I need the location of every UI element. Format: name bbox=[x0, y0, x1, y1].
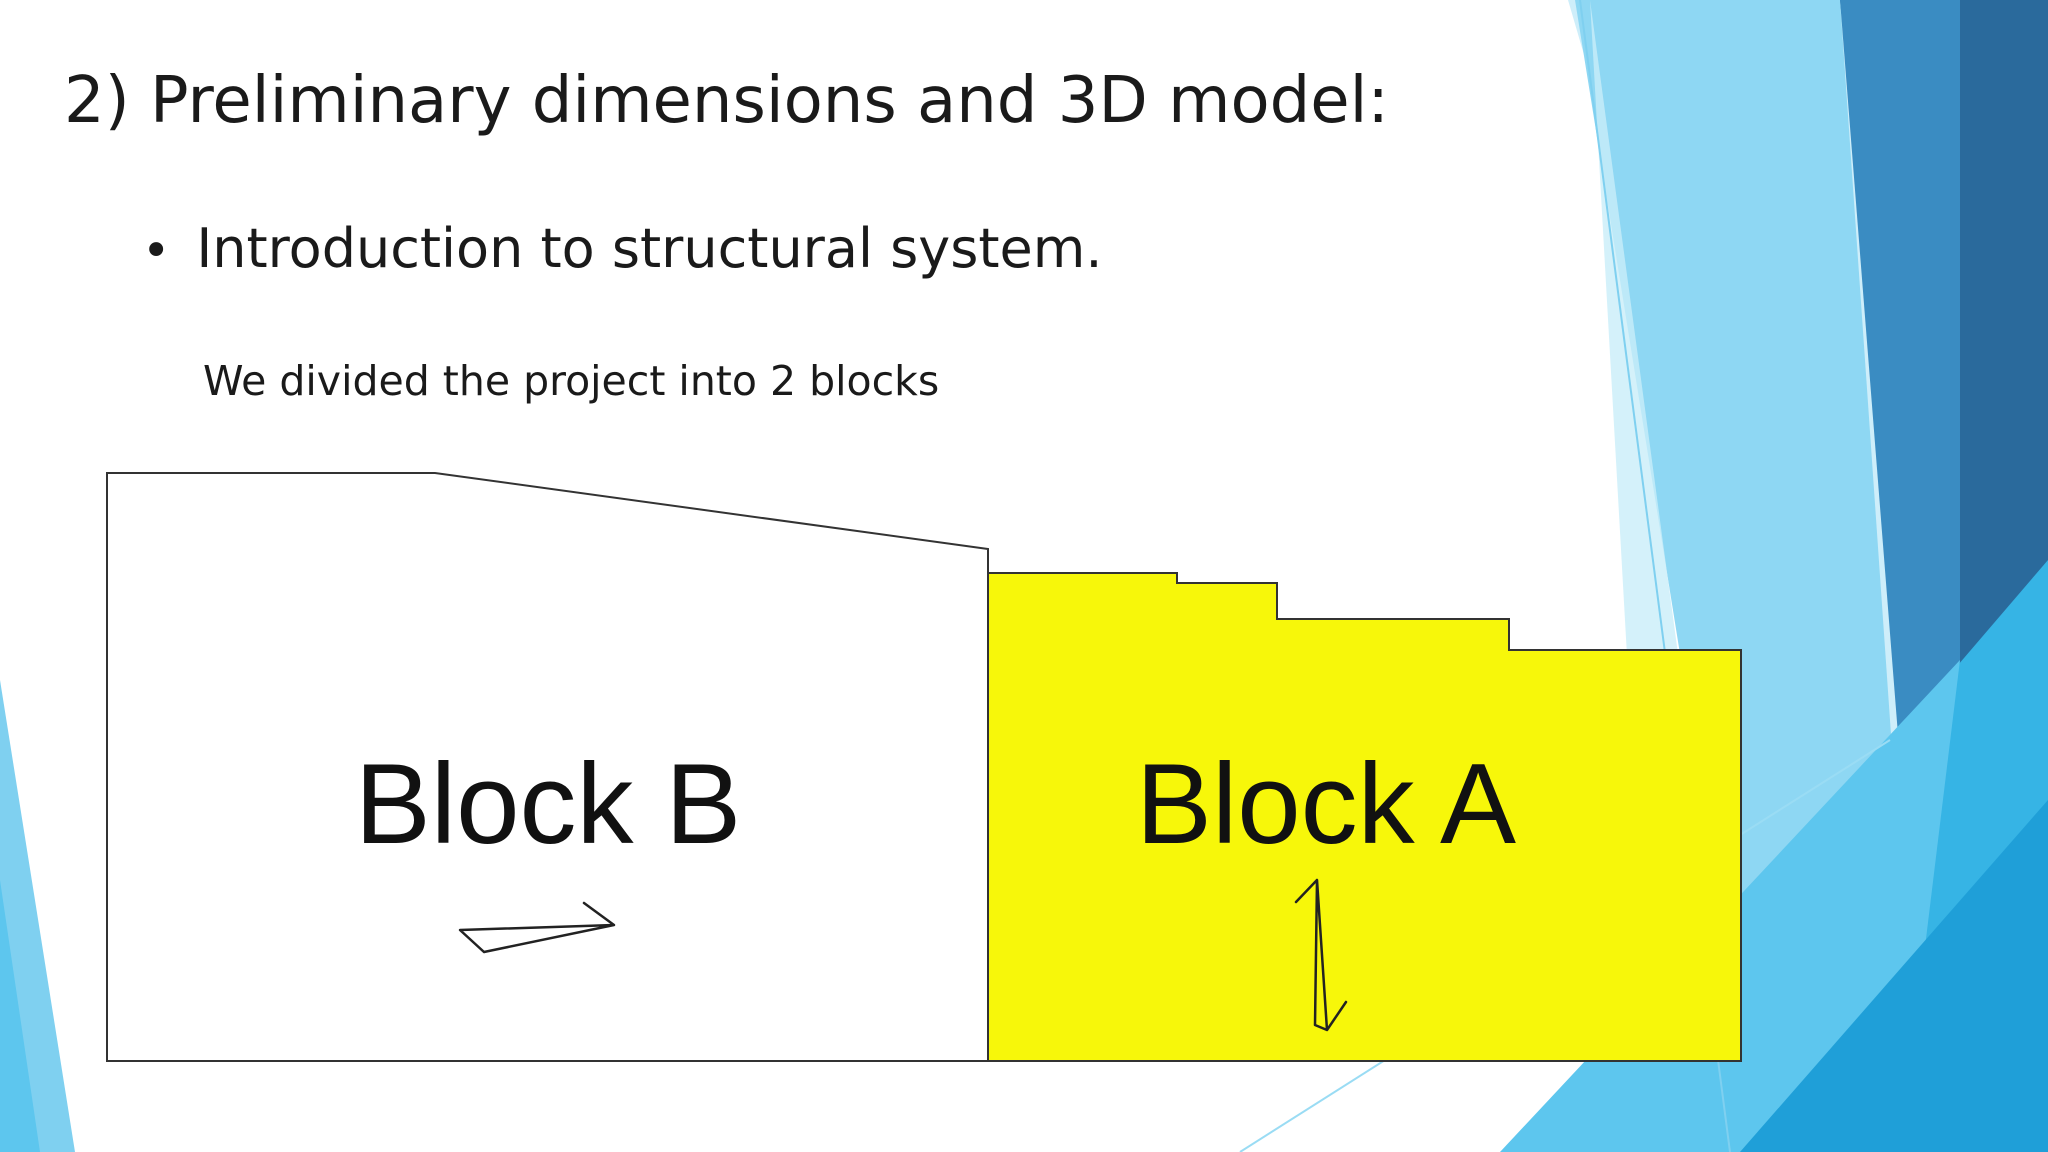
left-shards bbox=[0, 680, 75, 1152]
subtitle-text: We divided the project into 2 blocks bbox=[203, 357, 940, 405]
horizontal-arrow-icon bbox=[458, 901, 616, 954]
slide-title: 2) Preliminary dimensions and 3D model: bbox=[64, 64, 1389, 138]
bullet-icon: • bbox=[142, 223, 171, 279]
bullet-text: Introduction to structural system. bbox=[196, 217, 1103, 280]
block-a-shape bbox=[987, 572, 1742, 1062]
block-b-label: Block B bbox=[355, 741, 741, 868]
bullet-item: • Introduction to structural system. bbox=[142, 217, 1103, 280]
block-a-label: Block A bbox=[1136, 741, 1516, 868]
vertical-arrow-icon bbox=[1294, 878, 1348, 1032]
